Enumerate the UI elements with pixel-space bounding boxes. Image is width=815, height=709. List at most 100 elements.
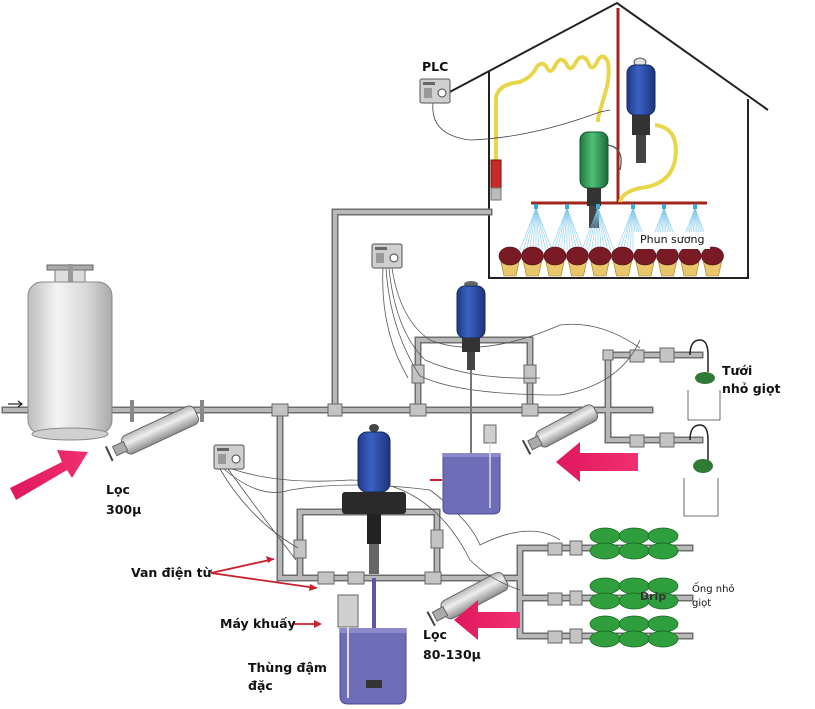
lettuce-plant: [618, 615, 650, 633]
coiled-hose: [494, 54, 611, 175]
nozzle-head: [565, 204, 569, 209]
greenhouse-roof: [428, 1, 769, 111]
filter-300-label-line1: Lọc: [106, 482, 130, 497]
flow-arrow-lettuce-return: [454, 600, 520, 640]
mist-spray-line: [597, 207, 615, 251]
solenoid-valve-label: Van điện từ: [131, 565, 212, 580]
mist-spray-line: [597, 207, 605, 251]
lettuce-plant: [589, 615, 621, 633]
flower: [656, 246, 679, 266]
flower-pot: [521, 246, 544, 277]
mist-spray-line: [623, 207, 634, 251]
mist-nozzle: [581, 204, 615, 251]
mist-nozzle: [550, 204, 584, 251]
flower: [498, 246, 522, 266]
flower: [588, 246, 612, 266]
concentrate-tank-label-line2: đặc: [248, 678, 273, 693]
lettuce-plant: [589, 577, 621, 595]
mist-spray-line: [553, 207, 568, 251]
controller-upper: [371, 243, 403, 269]
drip-tube-label-line1: Ống nhỏ: [692, 584, 735, 595]
mist-spray-line: [619, 207, 634, 251]
mist-spray-line: [526, 207, 537, 251]
plc-wire: [432, 102, 611, 141]
filter-80-label-line1: Lọc: [423, 627, 447, 642]
mist-spray-line: [566, 207, 577, 251]
dosing-hose: [618, 123, 678, 203]
lettuce-plant: [589, 592, 621, 610]
mist-spray-line: [597, 207, 608, 251]
mist-spray-line: [550, 207, 568, 251]
mist-spray-line: [535, 207, 553, 251]
filter-80-130-micron: [426, 572, 509, 627]
drip-sign: Drip: [640, 590, 666, 603]
mist-spray-line: [535, 207, 550, 251]
mist-spray-line: [532, 207, 537, 251]
mist-spray-line: [566, 207, 571, 251]
mist-spray-line: [522, 207, 537, 251]
control-wires: [219, 267, 641, 591]
mist-spray-line: [566, 207, 574, 251]
lettuce-plant: [618, 542, 650, 560]
filter-300-label-line2: 300µ: [106, 502, 142, 517]
flower-pot: [611, 246, 634, 277]
mist-spray-line: [563, 207, 568, 251]
mist-spray-line: [591, 207, 599, 251]
mist-spray-line: [594, 207, 599, 251]
nozzle-head: [596, 204, 600, 209]
flower-pot: [498, 246, 522, 277]
lettuce-plant: [647, 630, 679, 648]
flower-pot: [566, 246, 589, 277]
mist-spray-line: [557, 207, 568, 251]
lettuce-plant: [647, 615, 679, 633]
mist-spray-line: [535, 207, 540, 251]
flower: [633, 246, 657, 266]
mist-spray-line: [566, 207, 584, 251]
pressure-tank: [8, 264, 113, 441]
nozzle-head: [693, 204, 697, 209]
dosing-pump-green: [579, 131, 622, 228]
mist-spray-line: [626, 207, 634, 251]
filter-300-micron: [104, 400, 204, 462]
mist-spray-line: [597, 207, 612, 251]
mist-spray-line: [519, 207, 537, 251]
valve-fitting: [490, 187, 502, 201]
flower-pot: [633, 246, 657, 277]
flower: [678, 246, 702, 266]
drip-irrigation-label-line2: nhỏ giọt: [722, 381, 781, 396]
controller-lower: [213, 444, 245, 470]
flower-pots: [498, 246, 724, 277]
mist-nozzle: [519, 204, 553, 251]
flower: [543, 246, 567, 266]
drip-plants-upper: [683, 339, 721, 517]
mist-spray-line: [529, 207, 537, 251]
lettuce-plant: [647, 592, 679, 610]
flower: [701, 246, 724, 266]
mist-spray-line: [584, 207, 599, 251]
flower: [566, 246, 589, 266]
flower: [521, 246, 544, 266]
drip-tube-label-line2: giọt: [692, 598, 712, 609]
greenhouse: [428, 1, 769, 279]
mist-spray-line: [616, 207, 634, 251]
drip-sign-text: Drip: [640, 590, 666, 603]
lettuce-plant: [618, 527, 650, 545]
mist-spray-line: [588, 207, 599, 251]
lettuce-plant: [647, 527, 679, 545]
mist-spray-line: [560, 207, 568, 251]
lettuce-plant: [589, 527, 621, 545]
plc-label: PLC: [422, 59, 449, 74]
mist-spray-line: [535, 207, 543, 251]
greenhouse-inlet-valve: [490, 159, 502, 189]
pointer-arrows: [210, 556, 322, 628]
flower-pot: [701, 246, 724, 277]
mist-spray-line: [535, 207, 546, 251]
lettuce-plant: [589, 630, 621, 648]
concentrate-tank-label-line1: Thùng đậm: [248, 660, 327, 675]
mist-spray-line: [629, 207, 634, 251]
lettuce-plant: [618, 630, 650, 648]
mist-spray-line: [597, 207, 602, 251]
dosing-pump-blue-upper: [456, 281, 486, 505]
solution-tank-upper: [430, 424, 501, 515]
